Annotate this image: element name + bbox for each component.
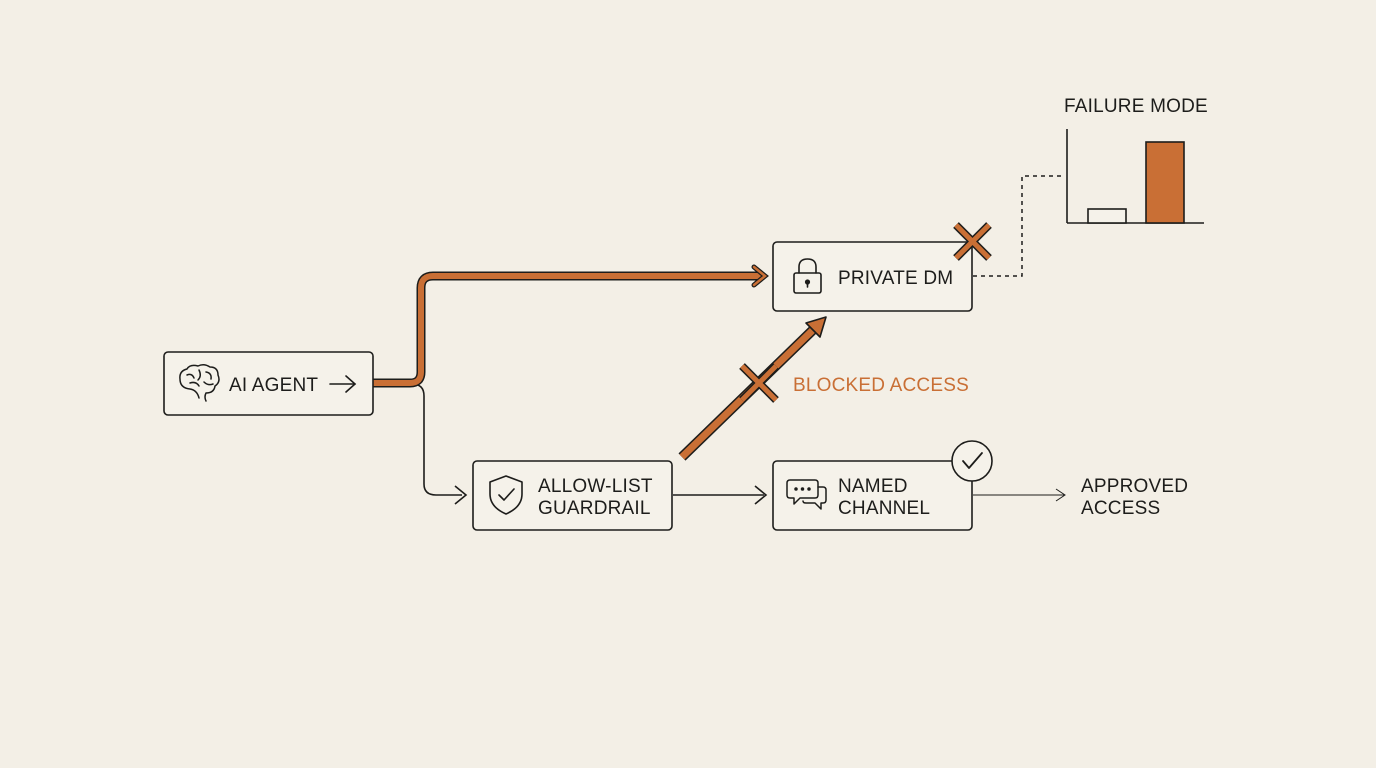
failure-mode-bar-high [1145, 141, 1185, 224]
blocked-x-icon [739, 363, 779, 403]
guardrail-label-line1: ALLOW-LIST [538, 476, 653, 497]
shield-check-icon [489, 475, 523, 515]
named-channel-node[interactable]: NAMED CHANNEL [772, 460, 973, 531]
failure-mode-bar-low [1087, 208, 1127, 224]
failure-x-icon [953, 222, 992, 261]
named-channel-label-line1: NAMED [838, 476, 908, 497]
blocked-access-label: BLOCKED ACCESS [793, 375, 969, 396]
check-badge-icon [951, 440, 993, 482]
approved-arrowhead [1055, 488, 1066, 502]
failure-mode-dashed-connector [973, 175, 1064, 277]
guardrail-arrowhead [454, 485, 468, 505]
ai-agent-label: AI AGENT [229, 375, 318, 396]
agent-to-private-dm-path [373, 264, 769, 388]
chat-bubbles-icon [786, 479, 827, 510]
allow-list-guardrail-node[interactable]: ALLOW-LIST GUARDRAIL [472, 460, 673, 531]
approved-access-label-line1: APPROVED [1081, 476, 1188, 497]
lock-icon [793, 258, 822, 294]
private-dm-label: PRIVATE DM [838, 268, 953, 289]
arrow-right-icon [329, 375, 357, 393]
agent-to-guardrail-connector [373, 383, 462, 496]
failure-mode-label: FAILURE MODE [1064, 96, 1208, 117]
named-channel-label-line2: CHANNEL [838, 498, 930, 519]
blocked-arrowhead [805, 316, 827, 338]
ai-agent-node[interactable]: AI AGENT [163, 351, 374, 416]
brain-icon [179, 363, 220, 402]
channel-arrowhead [754, 485, 768, 505]
private-dm-node[interactable]: PRIVATE DM [772, 241, 973, 312]
failure-mode-chart: FAILURE MODE [1064, 96, 1208, 224]
guardrail-label-line2: GUARDRAIL [538, 498, 651, 519]
approved-access-label-line2: ACCESS [1081, 498, 1160, 519]
